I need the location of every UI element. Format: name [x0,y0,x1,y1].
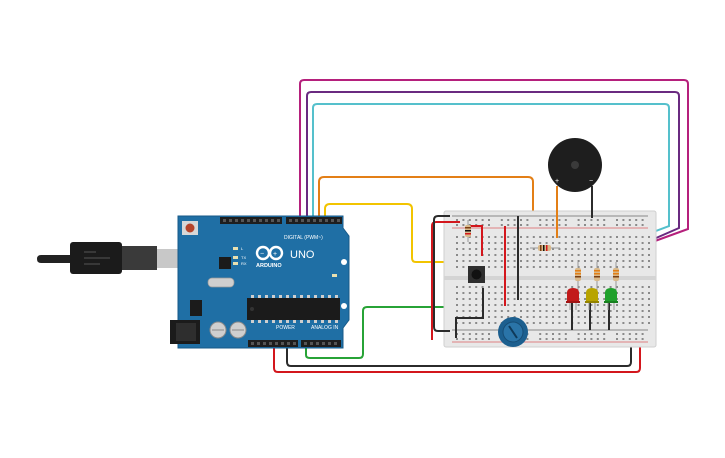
on-led [332,274,337,277]
analog-header-label: ANALOG IN [311,325,339,331]
wire-cyan[interactable] [312,103,670,253]
resistor-led-red[interactable] [575,262,581,292]
led-red[interactable] [566,288,580,310]
svg-text:−: − [260,251,264,258]
svg-text:+: + [273,251,277,258]
atmega-chip [247,298,340,320]
led-label-tx: TX [241,255,246,260]
arduino-uno-board[interactable]: DIGITAL (PWM~) − + ARDUINO UNO L TX RX [170,215,350,349]
potentiometer[interactable] [498,317,528,347]
buzzer-minus-label: − [589,178,593,185]
analog-header [301,340,341,347]
resistor-led-green[interactable] [613,262,619,292]
wire-green[interactable] [305,306,517,359]
digital-header-left [220,217,282,224]
resistor-led-yellow[interactable] [594,262,600,292]
push-button[interactable] [468,266,485,283]
wire-black-bb-3[interactable] [455,288,484,338]
wire-black-bb-1[interactable] [433,215,450,332]
crystal [207,277,235,288]
resistor-button[interactable] [465,220,471,242]
piezo-buzzer[interactable]: + − [548,138,602,192]
wire-orange[interactable] [318,176,534,247]
breadboard[interactable] [443,210,657,348]
resistor-buzzer[interactable] [530,245,560,251]
power-header [248,340,298,347]
led-label-rx: RX [241,261,247,266]
led-rx [233,262,238,265]
buzzer-plus-label: + [555,178,559,185]
power-header-label: POWER [276,325,295,331]
led-green[interactable] [604,288,618,310]
arduino-logo-text: ARDUINO [256,263,282,269]
reset-button[interactable] [185,223,195,233]
wire-red-5v[interactable] [273,334,641,373]
led-yellow[interactable] [585,288,599,310]
usb-chip [219,257,231,269]
led-tx [233,256,238,259]
arduino-logo: − + [255,245,284,261]
wire-black-gnd[interactable] [286,337,632,367]
wire-purple[interactable] [306,91,680,246]
arduino-model: UNO [290,249,315,261]
wire-red-bb-2[interactable] [470,225,483,256]
wire-magenta[interactable] [299,79,689,242]
led-l [233,247,238,250]
led-label-l: L [241,246,244,251]
wire-yellow[interactable] [324,203,475,263]
digital-header-label: DIGITAL (PWM~) [284,235,323,241]
